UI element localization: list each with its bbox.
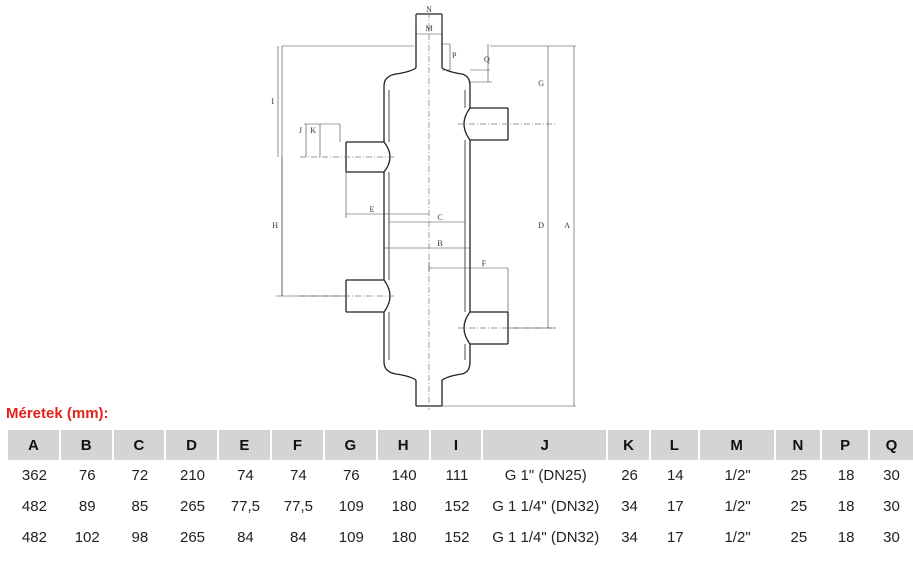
table-cell: 30 bbox=[883, 498, 900, 515]
right-lower-port bbox=[463, 311, 509, 345]
table-cell: 482 bbox=[21, 498, 47, 515]
table-cell: 482 bbox=[21, 529, 47, 546]
dim-label-d: D bbox=[538, 221, 544, 230]
dimensions-table: A B C D E F G H I J K L M N P Q 362 76 7… bbox=[8, 430, 913, 553]
dim-label-q: Q bbox=[484, 55, 490, 64]
table-cell: 30 bbox=[883, 467, 900, 484]
dim-label-h: H bbox=[272, 221, 278, 230]
column-header: A bbox=[8, 430, 61, 460]
table-cell: G 1 1/4" (DN32) bbox=[492, 498, 600, 515]
table-cell: 265 bbox=[180, 498, 206, 515]
column-header: G bbox=[324, 430, 378, 460]
table-cell: 26 bbox=[621, 467, 638, 484]
dimension-labels: M N P Q I H J K E C B F G D A bbox=[271, 5, 570, 268]
table-cell: 25 bbox=[790, 498, 808, 515]
column-header: J bbox=[483, 430, 609, 460]
table-cell: 152 bbox=[444, 498, 470, 515]
vessel-inner-wall bbox=[388, 90, 466, 360]
table-cell: 111 bbox=[445, 467, 469, 484]
dim-label-m: M bbox=[425, 24, 432, 33]
table-cell: 85 bbox=[131, 498, 149, 515]
column-header: N bbox=[775, 430, 823, 460]
column-header: B bbox=[60, 430, 114, 460]
table-cell: 74 bbox=[290, 467, 307, 484]
table-cell: 89 bbox=[78, 498, 96, 515]
dim-label-j: J bbox=[299, 126, 302, 135]
table-cell: 140 bbox=[391, 467, 417, 484]
table-cell: 362 bbox=[21, 467, 47, 484]
table-cell: 102 bbox=[74, 529, 100, 546]
dim-label-p: P bbox=[452, 51, 457, 60]
table-cell: 109 bbox=[338, 498, 364, 515]
column-header: Q bbox=[869, 430, 913, 460]
table-cell: 25 bbox=[790, 467, 808, 484]
dimension-lines bbox=[276, 14, 576, 407]
hydraulic-separator-drawing: M N P Q I H J K E C B F G D A bbox=[271, 5, 576, 410]
table-cell: G 1 1/4" (DN32) bbox=[492, 529, 600, 546]
table-cell: 17 bbox=[666, 498, 684, 515]
table-cell: 14 bbox=[666, 467, 684, 484]
dimensions-title: Méretek (mm): bbox=[6, 405, 109, 422]
table-cell: 77,5 bbox=[283, 498, 313, 515]
table-row: 482 102 98 265 84 84 109 180 152 G 1 1/4… bbox=[8, 522, 913, 553]
column-header: C bbox=[113, 430, 167, 460]
top-shoulder bbox=[383, 67, 471, 87]
center-lines bbox=[300, 12, 556, 410]
table-cell: 18 bbox=[837, 529, 855, 546]
column-header: M bbox=[699, 430, 776, 460]
dim-label-g: G bbox=[538, 79, 544, 88]
table-cell: 1/2" bbox=[724, 498, 751, 515]
table-cell: 30 bbox=[883, 529, 900, 546]
table-cell: 18 bbox=[837, 467, 855, 484]
column-header: I bbox=[430, 430, 484, 460]
dim-label-n: N bbox=[426, 5, 432, 14]
column-header: P bbox=[822, 430, 870, 460]
table-cell: 84 bbox=[290, 529, 307, 546]
table-cell: 265 bbox=[180, 529, 206, 546]
table-cell: 74 bbox=[237, 467, 254, 484]
column-header: D bbox=[166, 430, 219, 460]
table-cell: 34 bbox=[621, 498, 638, 515]
table-row: 362 76 72 210 74 74 76 140 111 G 1" (DN2… bbox=[8, 460, 913, 491]
table-cell: 76 bbox=[78, 467, 96, 484]
table-cell: 180 bbox=[391, 529, 417, 546]
table-cell: 17 bbox=[666, 529, 684, 546]
dim-label-i: I bbox=[271, 97, 274, 106]
table-row: 482 89 85 265 77,5 77,5 109 180 152 G 1 … bbox=[8, 491, 913, 522]
table-cell: 34 bbox=[621, 529, 638, 546]
dim-label-f: F bbox=[482, 259, 487, 268]
table-cell: 18 bbox=[837, 498, 855, 515]
right-upper-port bbox=[463, 107, 509, 141]
table-cell: 72 bbox=[131, 467, 149, 484]
table-cell: 210 bbox=[180, 467, 206, 484]
table-cell: 98 bbox=[131, 529, 149, 546]
bottom-shoulder bbox=[383, 361, 471, 381]
table-cell: 76 bbox=[342, 467, 360, 484]
column-header: E bbox=[218, 430, 272, 460]
dim-label-e: E bbox=[370, 205, 375, 214]
table-cell: G 1" (DN25) bbox=[504, 467, 587, 484]
column-header: H bbox=[377, 430, 431, 460]
table-cell: 180 bbox=[391, 498, 417, 515]
left-upper-port bbox=[345, 141, 391, 173]
table-cell: 1/2" bbox=[724, 529, 751, 546]
left-lower-port bbox=[345, 279, 391, 313]
table-cell: 84 bbox=[237, 529, 254, 546]
column-header: L bbox=[650, 430, 700, 460]
dim-label-a: A bbox=[564, 221, 570, 230]
dim-label-b: B bbox=[437, 239, 442, 248]
column-header: F bbox=[271, 430, 325, 460]
table-cell: 1/2" bbox=[724, 467, 751, 484]
table-cell: 25 bbox=[790, 529, 808, 546]
table-cell: 77,5 bbox=[230, 498, 261, 515]
table-cell: 152 bbox=[444, 529, 470, 546]
dim-label-c: C bbox=[437, 213, 442, 222]
column-header: K bbox=[608, 430, 651, 460]
separator-body bbox=[345, 13, 509, 407]
dim-label-k: K bbox=[310, 126, 316, 135]
table-cell: 109 bbox=[338, 529, 364, 546]
table-header-row: A B C D E F G H I J K L M N P Q bbox=[8, 430, 913, 460]
